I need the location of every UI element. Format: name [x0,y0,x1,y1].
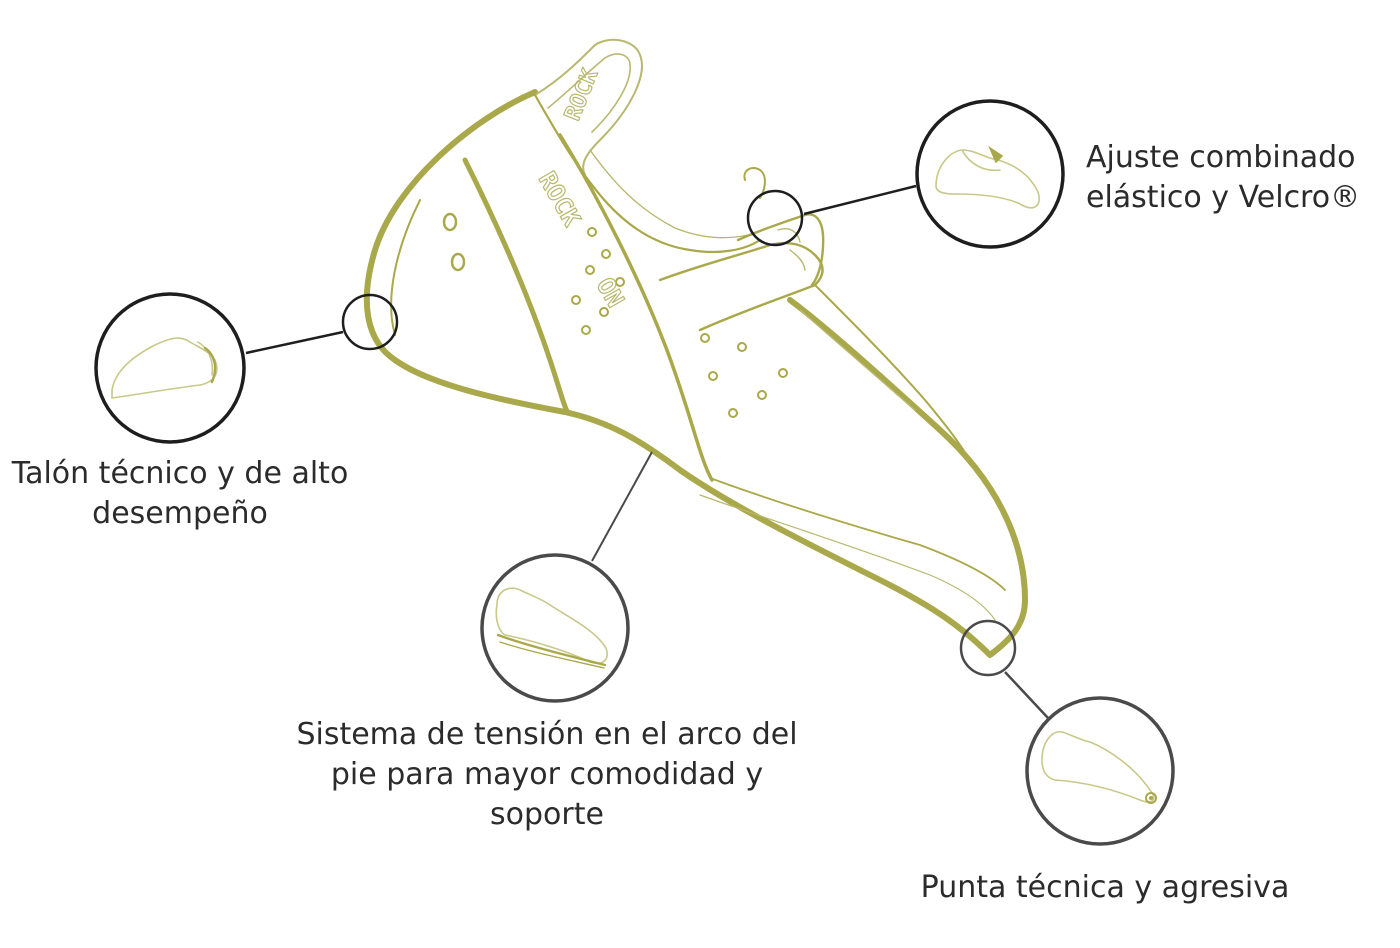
toe-leader-line [1004,671,1049,719]
callout-closure [746,99,1065,249]
heel-leader-line [245,330,344,355]
toe-detail-shoe-icon [1041,731,1157,804]
closure-detail-circle [915,99,1065,249]
heel-marker-circle [341,293,399,351]
rand-line-lower [699,494,996,621]
heel-label-line-2: desempeño [92,496,268,531]
toe-marker-circle [959,619,1017,677]
arch-detail-shoe-icon [495,587,608,669]
rear-panel-line [390,199,421,336]
callout-toe [959,619,1175,846]
callout-heel [94,292,399,444]
heel-feature-label: Talón técnico y de alto desempeño [0,454,360,534]
heel-pull-loop-inner [547,53,631,133]
side-brand-text-1: ROCK [533,167,586,232]
callout-arch [480,451,653,703]
closure-label-line-1: Ajuste combinado [1086,140,1356,175]
heel-label-line-1: Talón técnico y de alto [11,456,349,491]
climbing-shoe-illustration: ROCK ROCK ON [363,38,1028,658]
toe-label-line-1: Punta técnica y agresiva [920,870,1290,905]
toe-detail-circle [1025,696,1175,846]
arch-label-line-1: Sistema de tensión en el arco del [296,717,798,752]
closure-label-line-2: elástico y Velcro® [1086,180,1361,215]
arch-label-line-3: soporte [490,797,604,832]
closure-marker-circle [746,189,804,247]
closure-detail-shoe-icon [935,145,1040,209]
arch-detail-circle [480,553,630,703]
rand-line [709,477,1006,591]
heel-panel-line [462,157,571,415]
arch-leader-line [591,451,653,562]
heel-detail-shoe-icon [111,337,218,399]
velcro-tab-detail [777,228,806,271]
velcro-strap [658,241,824,332]
side-stripe [558,133,714,482]
toe-box-line-inner [799,309,916,411]
shoe-sole-outline [363,89,1028,658]
velcro-buckle [743,167,766,199]
tongue-brand-text: ROCK [560,65,603,124]
toe-box-line [814,284,976,471]
closure-leader-line [803,184,917,216]
arch-feature-label: Sistema de tensión en el arco del pie pa… [282,715,812,835]
heel-pull-loop [534,38,643,176]
arch-label-line-2: pie para mayor comodidad y [330,757,764,792]
collar-line-inner [589,149,749,239]
heel-detail-circle [94,292,246,444]
closure-feature-label: Ajuste combinado elástico y Velcro® [1086,138,1396,218]
heel-hole [442,212,458,232]
heel-hole [450,252,466,272]
toe-feature-label: Punta técnica y agresiva [915,868,1295,908]
upper-perforations [571,227,788,418]
velcro-tab [736,213,825,287]
